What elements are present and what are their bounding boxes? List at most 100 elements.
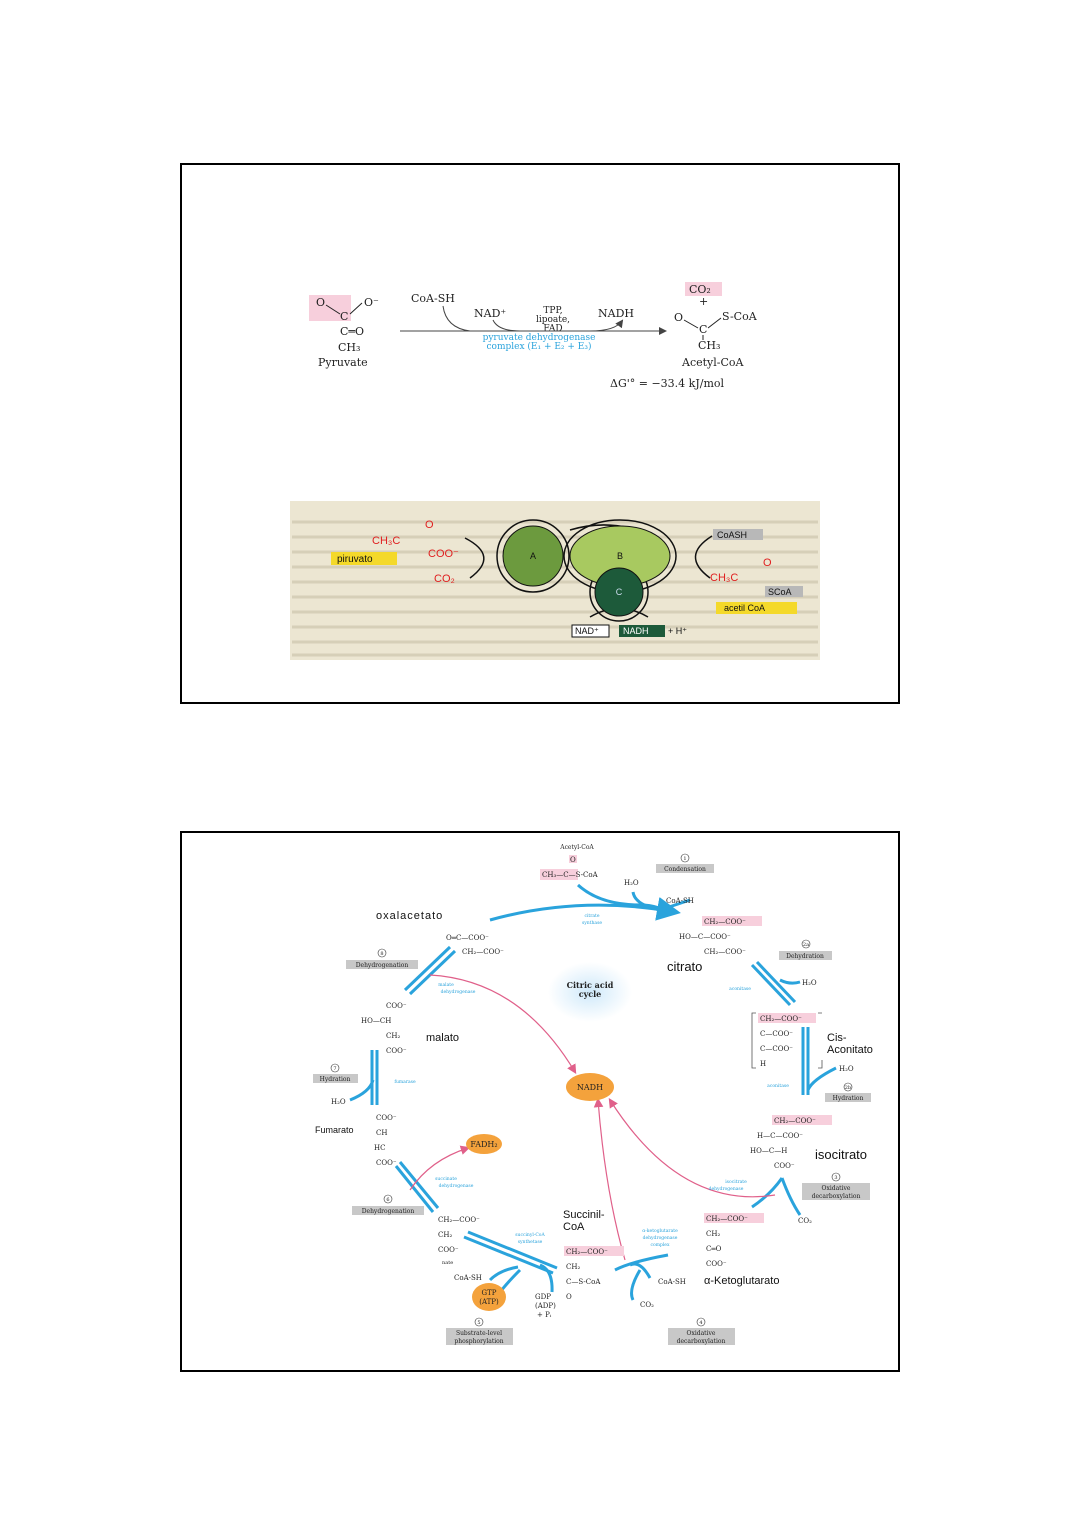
diagram-text: H₂O [802, 979, 817, 987]
diagram-text: CH₂—COO⁻ [566, 1248, 608, 1256]
pyruvate-label: Pyruvate [318, 356, 368, 369]
diagram-text: Oxidative [822, 1185, 851, 1192]
diagram-text: HO—CH [361, 1017, 391, 1025]
slide-frame [180, 831, 900, 1372]
diagram-text: CO₂ [640, 1301, 654, 1309]
delta-g-label: ΔG'° = −33.4 kJ/mol [610, 377, 725, 390]
diagram-text: H [760, 1060, 766, 1068]
diagram-text: Dehydrogenation [362, 1208, 415, 1215]
nadh-label: NADH [598, 307, 634, 320]
nad-label: NAD⁺ [575, 626, 599, 636]
energy-arrows [409, 974, 776, 1261]
atom-label: O [425, 519, 434, 531]
atom-label: CH₃ [698, 339, 720, 352]
enzyme-label: complex [650, 1242, 669, 1248]
plus-sign: + [699, 295, 708, 308]
diagram-text: CH [376, 1129, 387, 1137]
diagram-text: Dehydrogenation [356, 962, 409, 969]
enzyme-label: dehydrogenase [643, 1235, 678, 1241]
diagram-text: 3 [834, 1175, 837, 1181]
diagram-text: CoA-SH [454, 1274, 482, 1282]
scoa-label: SCoA [768, 587, 792, 597]
enzyme-label: fumarase [394, 1079, 416, 1085]
enzyme-c-label: C [616, 587, 623, 597]
nadh-label: NADH [577, 1083, 603, 1092]
atom-label: O [316, 296, 325, 309]
coa-sh-label: CoA-SH [411, 292, 455, 305]
small-molecules: H₂O CoA-SH H₂O H₂O CO₂ CoA-SH CO₂ CoA-SH… [331, 879, 854, 1319]
malato-label: malato [426, 1032, 459, 1044]
center-glow [548, 962, 632, 1022]
atom-label: C [340, 310, 348, 323]
diagram-text: HO—C—COO⁻ [679, 933, 731, 941]
cis-aconitato-label: Cis- [827, 1032, 847, 1044]
co2-label: CO₂ [689, 283, 711, 296]
diagram-text: COO⁻ [438, 1246, 459, 1254]
diagram-text: + Pᵢ [537, 1311, 552, 1319]
enzyme-label: dehydrogenase [709, 1186, 744, 1192]
diagram-text: Dehydration [786, 953, 824, 960]
succinil-coa-label: CoA [563, 1221, 585, 1233]
enzyme-label: α-ketoglutarate [642, 1228, 678, 1234]
enzyme-label: synthetase [518, 1239, 543, 1245]
diagram-text: H₂O [331, 1098, 346, 1106]
gtp-label: GTP [482, 1289, 497, 1297]
diagram-text: COO⁻ [376, 1159, 397, 1167]
enzyme-b-label: B [617, 551, 623, 561]
diagram-text: CH₂ [438, 1231, 452, 1239]
diagram-text: decarboxylation [677, 1338, 726, 1345]
diagram-text: CH₂ [706, 1230, 720, 1238]
acetyl-coa-formula: CH₃—C—S-CoA [542, 871, 599, 879]
diagram-text: (ADP) [535, 1302, 556, 1310]
diagram-text: CH₂ [566, 1263, 580, 1271]
enzyme-label: complex (E₁ + E₂ + E₃) [487, 341, 592, 352]
h-plus-label: + H⁺ [668, 626, 687, 636]
pyruvate-dehydrogenase-reaction: O O⁻ C C═O CH₃ Pyruvate CoA-SH NAD⁺ TPP,… [309, 282, 758, 390]
highlight-box [540, 869, 578, 880]
diagram-text: Condensation [664, 866, 706, 873]
diagram-text: 2a [803, 942, 809, 948]
diagram-text: CH₂—COO⁻ [462, 948, 504, 956]
slide-2: Citric acid cycle [180, 831, 900, 1372]
diagram-text: COO⁻ [386, 1047, 407, 1055]
diagram-text: C═O [706, 1245, 722, 1253]
diagram-text: H—C—COO⁻ [757, 1132, 803, 1140]
cis-aconitato-label: Aconitato [827, 1044, 873, 1056]
compound-names: oxalacetato citrato Cis- Aconitato isoci… [315, 910, 873, 1287]
acetyl-coa-title: Acetyl-CoA [559, 844, 594, 851]
co2-label: CO₂ [434, 573, 455, 585]
citrato-label: citrato [667, 959, 702, 974]
slide-1: O O⁻ C C═O CH₃ Pyruvate CoA-SH NAD⁺ TPP,… [180, 163, 900, 704]
diagram-text: H₂O [624, 879, 639, 887]
cycle-title: cycle [579, 989, 602, 999]
atom-label: CH₃ [338, 341, 360, 354]
diagram-text: COO⁻ [774, 1162, 795, 1170]
label-box [619, 625, 665, 637]
diagram-text: C—COO⁻ [760, 1045, 793, 1053]
enzyme-label: dehydrogenase [441, 989, 476, 995]
diagram-text: CH₂—COO⁻ [706, 1215, 748, 1223]
diagram-text: Hydration [833, 1095, 864, 1102]
diagram-text: Substrate-level [456, 1330, 502, 1337]
diagram-text: GDP [535, 1293, 551, 1301]
diagram-text: 2b [845, 1085, 851, 1091]
diagram-text: CH₂ [386, 1032, 400, 1040]
label-box [765, 586, 803, 597]
diagram-text: H₂O [839, 1065, 854, 1073]
diagram-text: 1 [683, 856, 686, 862]
diagram-text: COO⁻ [386, 1002, 407, 1010]
diagram-text: CH₂—COO⁻ [704, 948, 746, 956]
diagram-text: CO₂ [798, 1217, 812, 1225]
enzyme-label: synthase [582, 920, 602, 926]
diagram-text: 5 [477, 1320, 480, 1326]
enzyme-a [502, 525, 564, 587]
succinil-coa-label: Succinil- [563, 1209, 605, 1221]
ketoglutarato-label: α-Ketoglutarato [704, 1275, 779, 1287]
